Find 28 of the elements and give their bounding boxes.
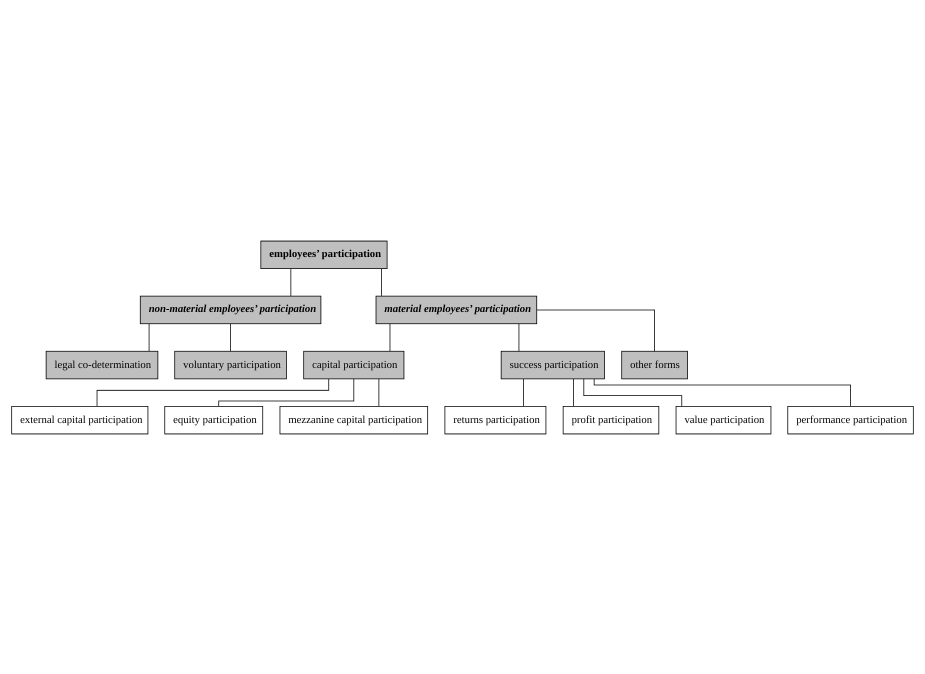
node-box: other forms — [621, 350, 688, 379]
connector — [230, 322, 231, 351]
connector — [594, 378, 851, 406]
node-box: equity participation — [164, 406, 264, 434]
connector — [583, 378, 682, 406]
connector — [290, 268, 292, 296]
connector — [518, 322, 520, 351]
connector — [381, 268, 382, 296]
node-box: success participation — [500, 350, 605, 379]
connector — [218, 378, 354, 406]
node-box: mezzanine capital participation — [280, 406, 428, 434]
node-box: legal co-determination — [46, 350, 158, 379]
node-box: returns participation — [444, 406, 546, 434]
node-box: non-material employees’ participation — [140, 295, 322, 324]
node-box: value participation — [676, 406, 772, 434]
node-box: profit participation — [562, 406, 660, 434]
node-box: employees’ participation — [260, 240, 388, 268]
node-box: voluntary participation — [174, 350, 287, 379]
connector — [536, 309, 655, 352]
node-box: material employees’ participation — [376, 295, 538, 324]
node-box: performance participation — [787, 406, 914, 434]
connector — [378, 378, 380, 406]
connector — [573, 378, 574, 406]
node-box: capital participation — [303, 350, 404, 379]
connector — [148, 322, 150, 351]
connector — [523, 378, 524, 406]
connector — [96, 378, 330, 406]
node-box: external capital participation — [11, 406, 148, 434]
